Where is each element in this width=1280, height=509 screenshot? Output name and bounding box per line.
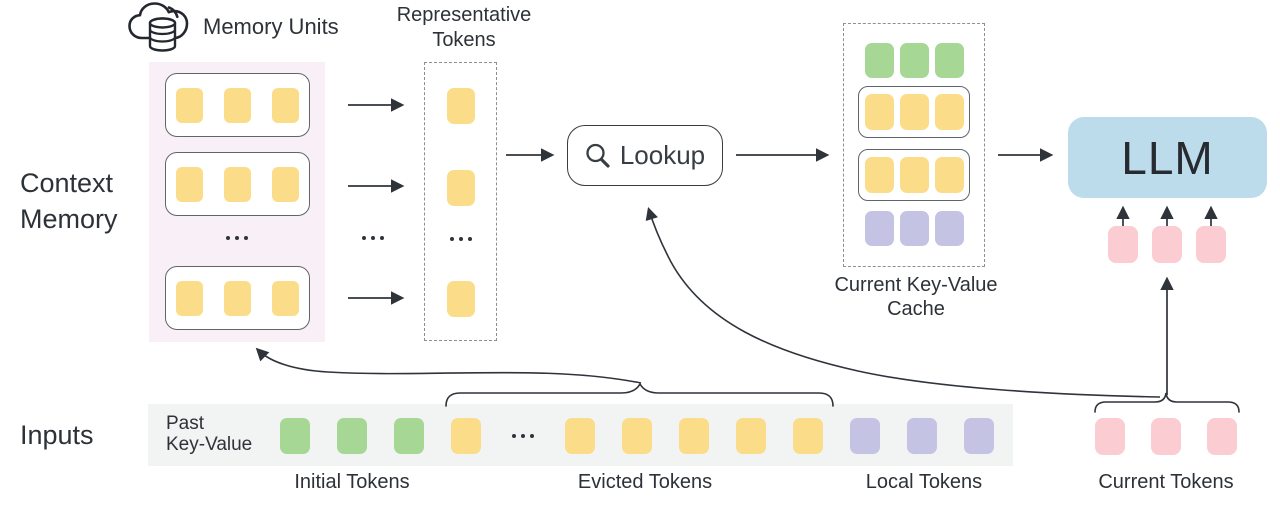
yellow-token bbox=[679, 418, 709, 454]
green-token bbox=[337, 418, 367, 454]
purple-token bbox=[964, 418, 994, 454]
representative-token bbox=[447, 88, 475, 124]
purple-token bbox=[864, 211, 894, 246]
memory-units-label: Memory Units bbox=[203, 14, 339, 39]
purple-token bbox=[899, 211, 929, 246]
current-tokens bbox=[1095, 418, 1237, 455]
cloud-database-icon bbox=[128, 2, 189, 52]
yellow-token bbox=[447, 170, 475, 206]
pink-token bbox=[1151, 418, 1181, 455]
cache-local-tokens bbox=[844, 211, 984, 246]
inputs-strip: Past Key-Value bbox=[148, 404, 1013, 466]
green-token bbox=[864, 43, 894, 78]
ellipsis-dots bbox=[226, 236, 248, 240]
yellow-token bbox=[224, 166, 251, 202]
pink-token bbox=[1095, 418, 1125, 455]
yellow-token bbox=[224, 87, 251, 123]
yellow-token bbox=[565, 418, 595, 454]
current-tokens-label: Current Tokens bbox=[1098, 471, 1234, 493]
llm-box: LLM bbox=[1068, 117, 1267, 198]
representative-tokens-label: Representative Tokens bbox=[396, 4, 532, 51]
llm-label: LLM bbox=[1121, 131, 1214, 184]
arrow-evicted-to-memory bbox=[255, 347, 642, 384]
yellow-token bbox=[793, 418, 823, 454]
cache-memory-unit bbox=[858, 149, 970, 201]
memory-unit bbox=[165, 152, 310, 216]
yellow-token bbox=[736, 418, 766, 454]
yellow-token bbox=[864, 157, 894, 193]
pink-token bbox=[1108, 226, 1138, 263]
past-key-value-label: Past Key-Value bbox=[166, 413, 253, 455]
memory-unit bbox=[165, 73, 310, 137]
context-memory-panel bbox=[149, 62, 325, 342]
yellow-token bbox=[899, 157, 929, 193]
yellow-token bbox=[272, 87, 299, 123]
yellow-token bbox=[622, 418, 652, 454]
ellipsis-dots bbox=[508, 418, 538, 454]
yellow-token bbox=[272, 166, 299, 202]
memory-unit bbox=[165, 266, 310, 330]
lookup-box: Lookup bbox=[567, 125, 723, 186]
yellow-token bbox=[899, 94, 929, 130]
pink-token bbox=[1152, 226, 1182, 263]
initial-tokens-label: Initial Tokens bbox=[294, 471, 410, 493]
pink-token bbox=[1207, 418, 1237, 455]
inputs-label: Inputs bbox=[20, 420, 94, 450]
yellow-token bbox=[934, 94, 964, 130]
green-token bbox=[394, 418, 424, 454]
yellow-token bbox=[934, 157, 964, 193]
yellow-token bbox=[176, 166, 203, 202]
yellow-token bbox=[447, 281, 475, 317]
current-kv-cache-label: Current Key-Value Cache bbox=[834, 274, 998, 320]
local-tokens-label: Local Tokens bbox=[865, 471, 983, 493]
representative-token bbox=[447, 170, 475, 206]
yellow-token bbox=[224, 280, 251, 316]
lookup-label: Lookup bbox=[619, 140, 706, 170]
current-kv-cache-box bbox=[843, 23, 985, 267]
yellow-token bbox=[176, 87, 203, 123]
evicted-tokens-brace bbox=[445, 382, 834, 407]
purple-token bbox=[850, 418, 880, 454]
context-memory-label: Context Memory bbox=[20, 168, 118, 234]
green-token bbox=[934, 43, 964, 78]
llm-input-tokens bbox=[1108, 226, 1226, 263]
current-tokens-bracket bbox=[1094, 392, 1240, 413]
yellow-token bbox=[864, 94, 894, 130]
yellow-token bbox=[447, 88, 475, 124]
representative-tokens-box bbox=[424, 62, 497, 341]
purple-token bbox=[907, 418, 937, 454]
representative-token bbox=[447, 281, 475, 317]
evicted-tokens-label: Evicted Tokens bbox=[577, 471, 713, 493]
yellow-token bbox=[176, 280, 203, 316]
ellipsis-dots bbox=[449, 237, 472, 241]
cache-initial-tokens bbox=[844, 43, 984, 78]
yellow-token bbox=[272, 280, 299, 316]
cache-memory-unit bbox=[858, 86, 970, 138]
yellow-token bbox=[451, 418, 481, 454]
purple-token bbox=[934, 211, 964, 246]
search-icon bbox=[586, 143, 610, 168]
green-token bbox=[280, 418, 310, 454]
ellipsis-dots bbox=[362, 236, 384, 240]
past-key-value-tokens bbox=[280, 418, 994, 454]
pink-token bbox=[1196, 226, 1226, 263]
green-token bbox=[899, 43, 929, 78]
